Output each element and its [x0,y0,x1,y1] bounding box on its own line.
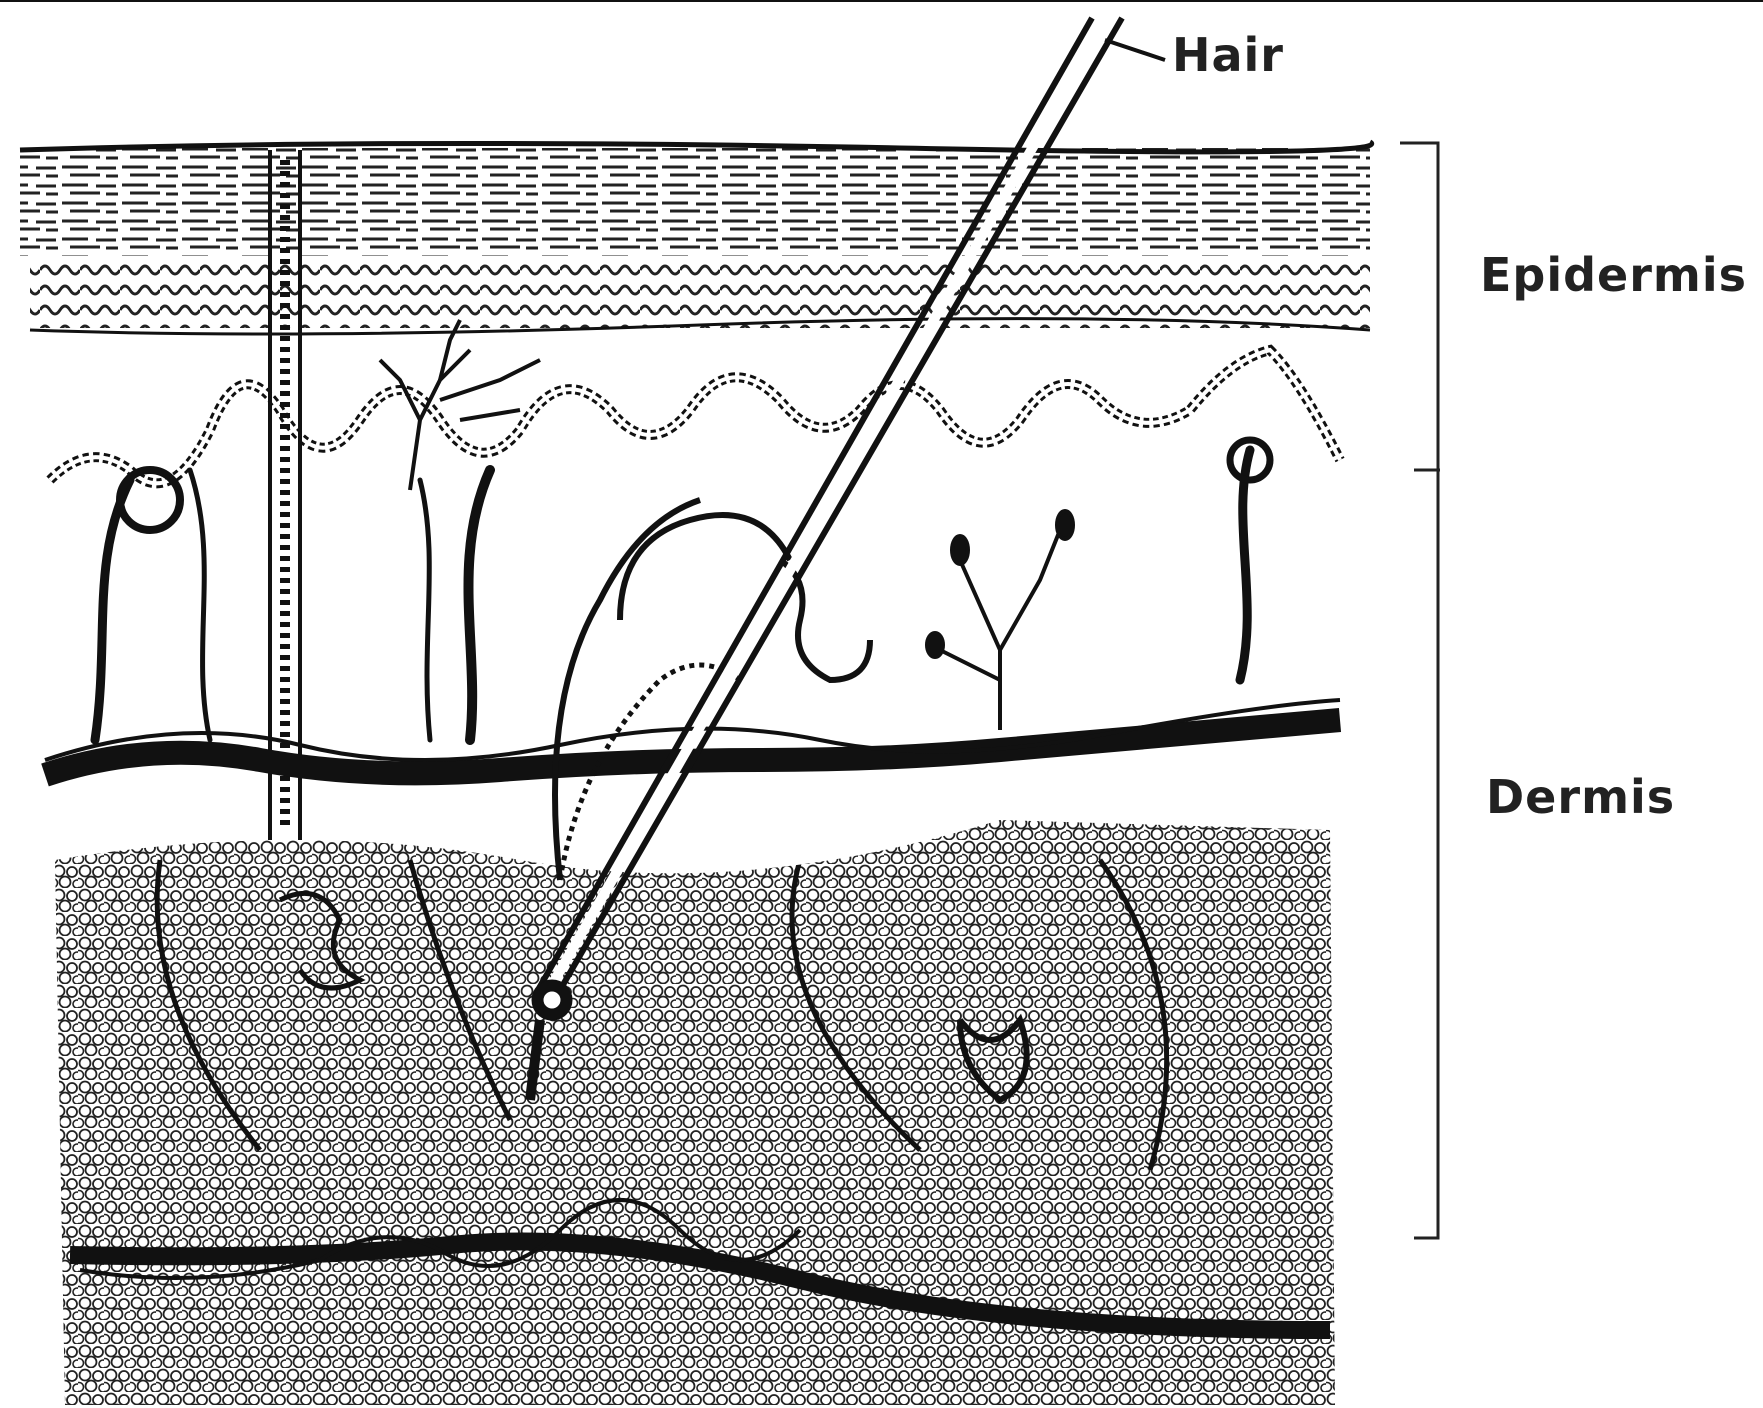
stratum-corneum [20,142,1372,256]
layer-bracket [1400,143,1440,1238]
papillary-border [50,350,1340,483]
epidermis-label: Epidermis [1480,248,1747,302]
hair-label: Hair [1172,28,1284,82]
epidermis-basal-band [30,256,1370,334]
dermis-label: Dermis [1486,770,1675,824]
hair-follicle [555,500,870,880]
